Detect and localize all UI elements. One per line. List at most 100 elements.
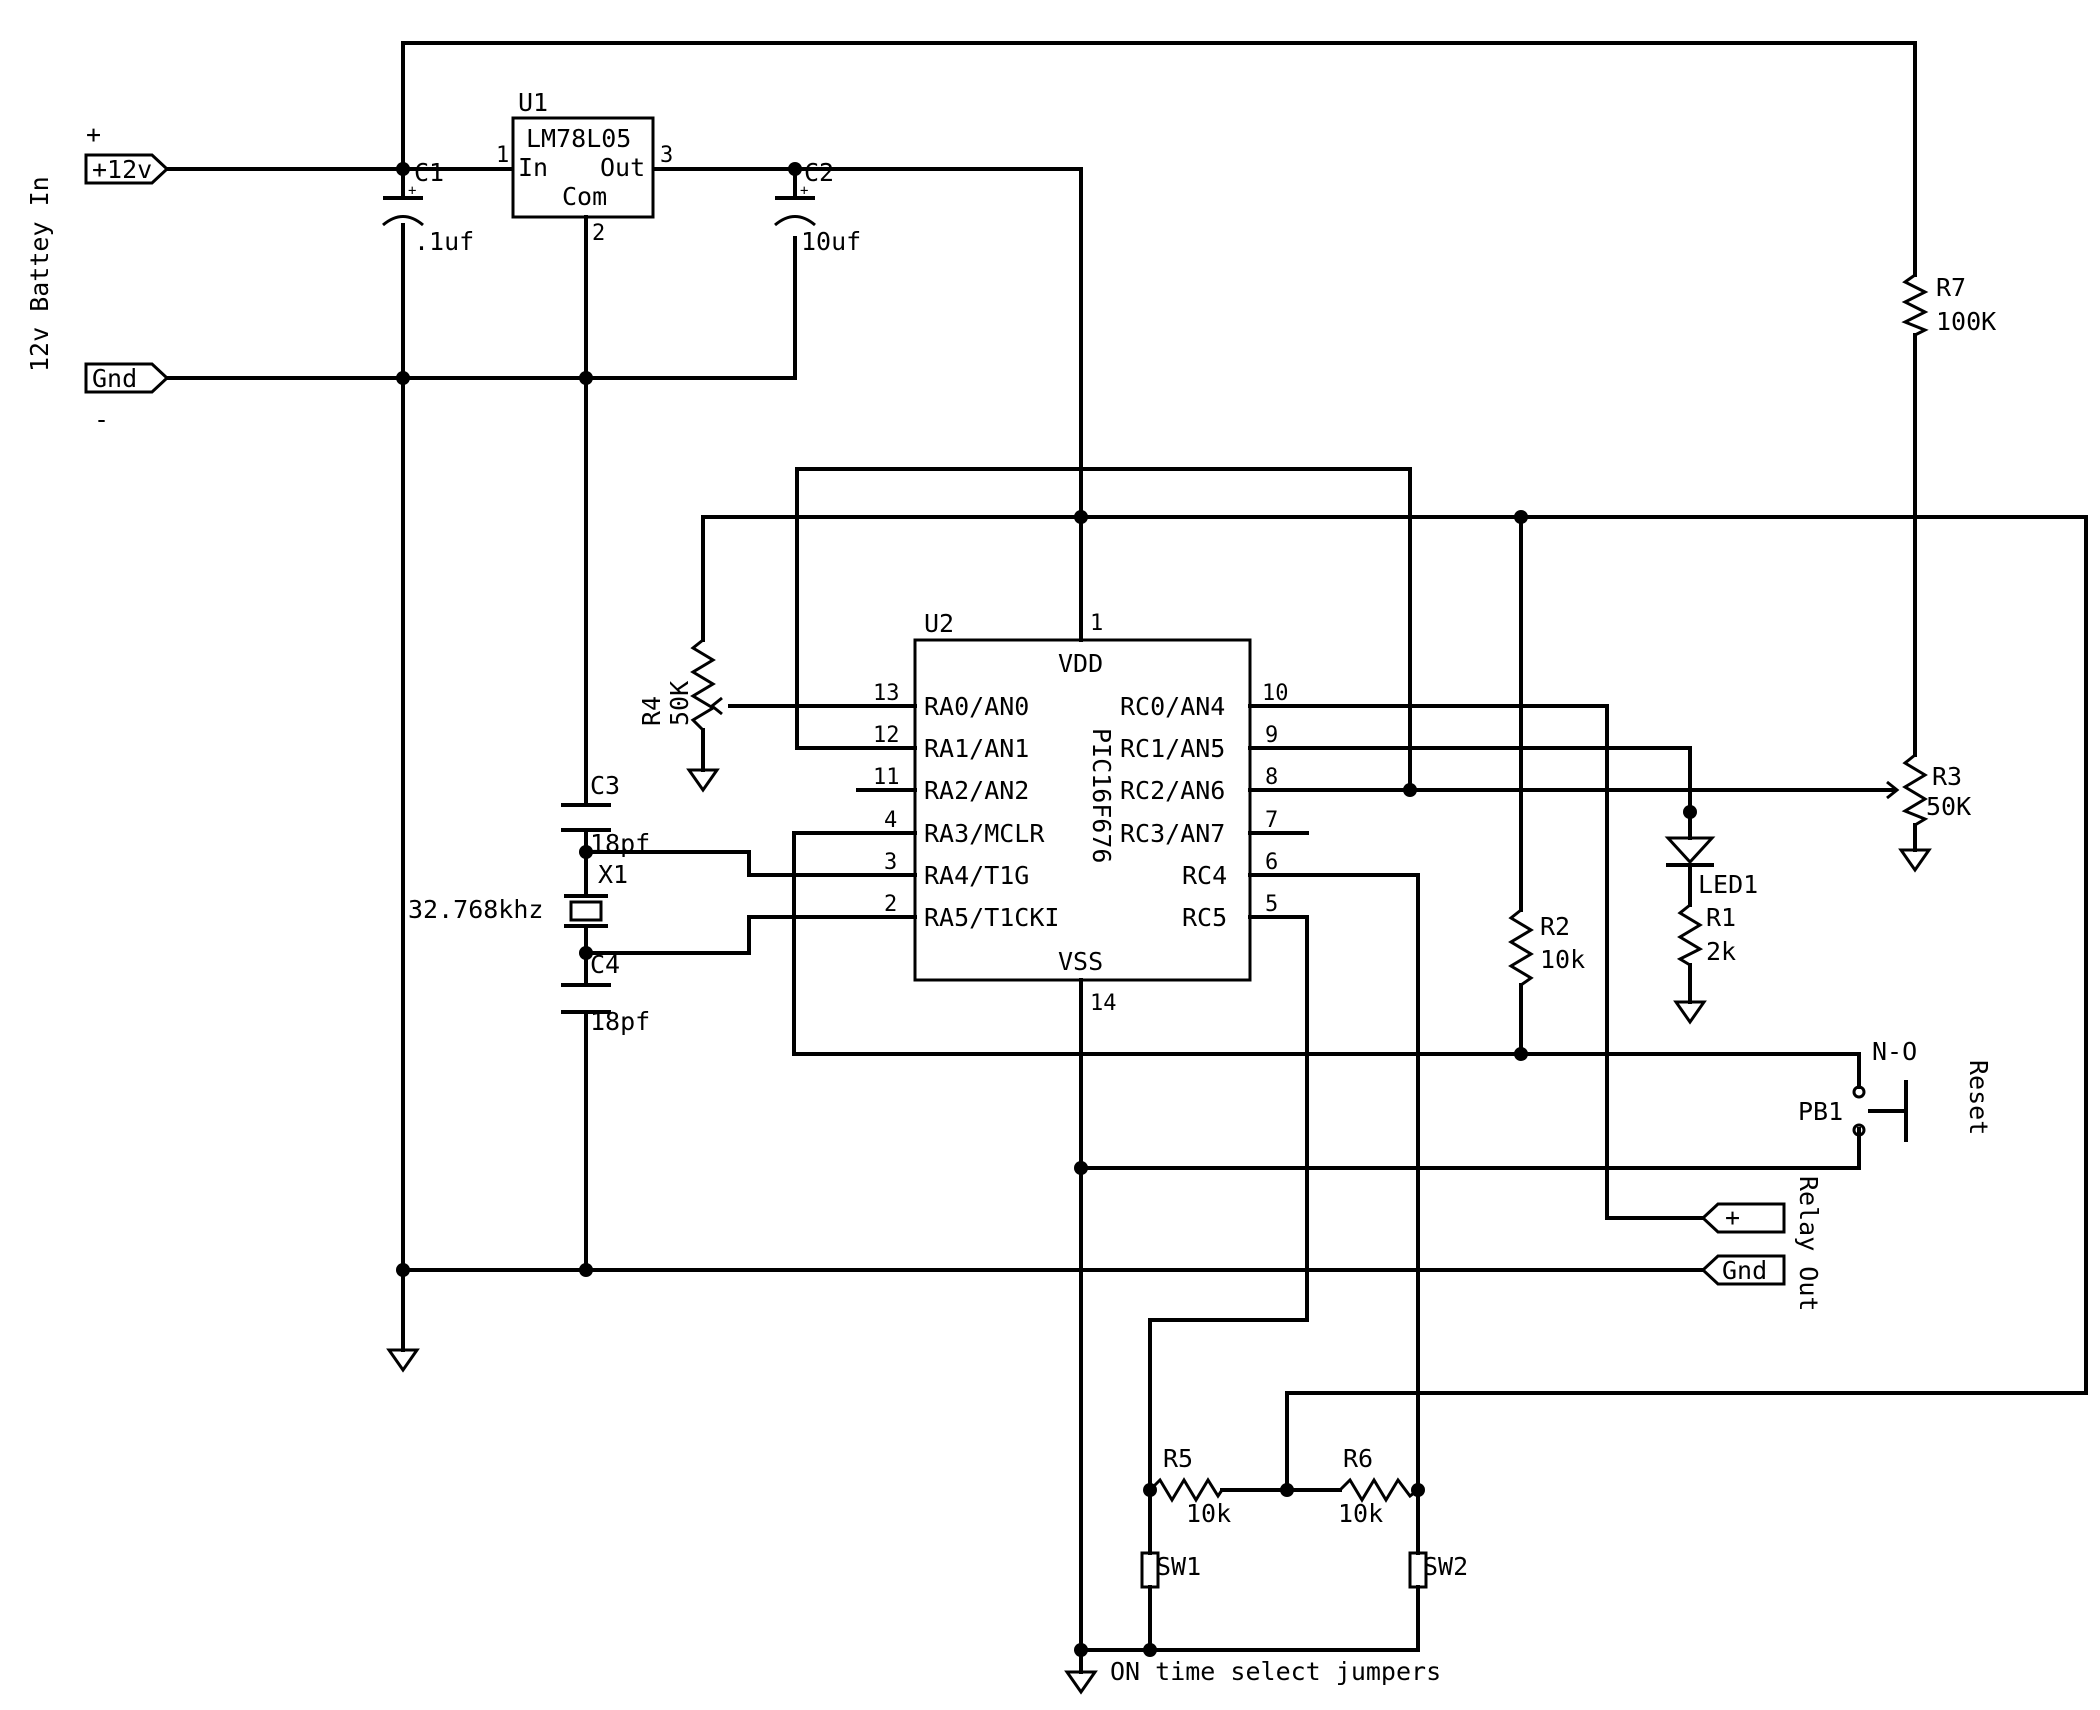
u2-right-pin-name: RC5 (1182, 903, 1227, 932)
c2-value: 10uf (801, 227, 861, 256)
r3-ref: R3 (1932, 762, 1962, 791)
u2-left-pin-num: 3 (884, 850, 897, 875)
sw1-body[interactable] (1140, 1551, 1160, 1589)
relay-out-label: Relay Out (1794, 1176, 1823, 1311)
wire-ra4 (584, 850, 917, 877)
u2-right-pin-num: 5 (1265, 892, 1278, 917)
x1-ref: X1 (598, 860, 628, 889)
u2-left-pin-name: RA3/MCLR (924, 819, 1045, 848)
u2-left-pin-name: RA5/T1CKI (924, 903, 1059, 932)
junction-dot (1514, 510, 1528, 524)
junction-dot (396, 371, 410, 385)
minus-sign: - (94, 405, 109, 434)
pb1-type: N-O (1872, 1037, 1917, 1066)
c3-value: 18pf (590, 829, 650, 858)
wire-ra5 (584, 915, 917, 955)
pushbutton-pb1: N-O PB1 Reset (1798, 1037, 1993, 1142)
c2-plate-curved (774, 215, 816, 227)
resistor-r7: R7 100K (1901, 273, 1996, 337)
u2-pin-vss: 14 (1090, 991, 1117, 1016)
port-gnd-in-label: Gnd (92, 364, 137, 393)
c4-value: 18pf (590, 1007, 650, 1036)
junction-dot (579, 1263, 593, 1277)
r7-ref: R7 (1936, 273, 1966, 302)
u2-left-pin-name: RA2/AN2 (924, 776, 1029, 805)
jumpers-caption: ON time select jumpers (1110, 1657, 1441, 1686)
potentiometer-r4: R4 50K (637, 638, 723, 732)
reset-label: Reset (1964, 1060, 1993, 1135)
wire-ra1-loop (795, 467, 1412, 790)
u2-right-pin-name: RC3/AN7 (1120, 819, 1225, 848)
u2-right-pin-num: 9 (1265, 723, 1278, 748)
r1-ref: R1 (1706, 903, 1736, 932)
r4-ref: R4 (637, 696, 666, 726)
junction-dot (396, 162, 410, 176)
pb1-contact-bottom (1852, 1123, 1866, 1137)
capacitor-c2: + C2 10uf (774, 158, 861, 256)
resistor-r5: R5 10k (1148, 1444, 1231, 1528)
u2-left-pin-num: 2 (884, 892, 897, 917)
u1-pin-in: 1 (496, 143, 509, 168)
u2-body (913, 638, 1252, 982)
x1-body (569, 900, 603, 922)
r7-zigzag (1901, 273, 1929, 337)
resistor-r6: R6 10k (1338, 1444, 1419, 1528)
u2-vdd: VDD (1058, 649, 1103, 678)
port-relay-gnd-flag (1700, 1254, 1786, 1286)
junction-dot (788, 162, 802, 176)
led-led1: LED1 (1664, 810, 1758, 899)
u2-right-pin-num: 7 (1265, 808, 1278, 833)
u2-left-pin-num: 12 (873, 723, 900, 748)
jumper-sw1[interactable]: SW1 (1140, 1551, 1201, 1589)
u2-left-pin-num: 11 (873, 765, 900, 790)
x1-freq: 32.768khz (408, 895, 543, 924)
u1-ref: U1 (518, 88, 548, 117)
wire-pb1-low (1079, 1127, 1861, 1170)
port-12v-label: +12v (92, 155, 152, 184)
r6-ref: R6 (1343, 1444, 1373, 1473)
r2-ref: R2 (1540, 912, 1570, 941)
r3-wiper-arrow (1886, 780, 1900, 800)
led1-triangle (1664, 836, 1716, 865)
c1-plate-curved (382, 215, 424, 227)
wire-top-rail (401, 41, 1917, 277)
r2-zigzag (1508, 908, 1534, 987)
junction-dot (1074, 510, 1088, 524)
u1-in: In (518, 153, 548, 182)
r2-value: 10k (1540, 945, 1585, 974)
u2-right-pin-num: 6 (1265, 850, 1278, 875)
ground-icon (1898, 848, 1932, 873)
junction-dot (1143, 1643, 1157, 1657)
junction-dot (1280, 1483, 1294, 1497)
r1-value: 2k (1706, 937, 1736, 966)
port-gnd-in-flag (84, 362, 170, 394)
u2-right-pin-name: RC4 (1182, 861, 1227, 890)
c2-ref: C2 (804, 158, 834, 187)
port-relay-plus: + (1700, 1202, 1786, 1234)
r1-zigzag (1676, 903, 1704, 967)
capacitor-c3: C3 18pf (561, 771, 650, 858)
r4-value: 50K (665, 681, 694, 726)
u1-out: Out (600, 153, 645, 182)
microcontroller-u2: U2 PIC16F676 VDD VSS 1 14 13 RA0/AN0 12 … (873, 609, 1289, 1016)
jumper-sw2[interactable]: SW2 (1408, 1551, 1468, 1589)
wire-5v-rail (701, 515, 2088, 1492)
port-relay-plus-flag (1700, 1202, 1786, 1234)
u2-vss: VSS (1058, 947, 1103, 976)
u1-body (511, 116, 655, 219)
sw2-body[interactable] (1408, 1551, 1428, 1589)
u1-pin-out: 3 (660, 143, 673, 168)
u2-left-pin-name: RA4/T1G (924, 861, 1029, 890)
u2-right-pin-name: RC2/AN6 (1120, 776, 1225, 805)
crystal-x1: X1 32.768khz (408, 860, 628, 928)
pb1-contact-top (1852, 1085, 1866, 1099)
u2-left-pin-num: 4 (884, 808, 897, 833)
c1-value: .1uf (414, 227, 474, 256)
sw1-ref: SW1 (1156, 1552, 1201, 1581)
u1-com: Com (562, 182, 607, 211)
u2-left-pin-name: RA0/AN0 (924, 692, 1029, 721)
junction-dot (579, 946, 593, 960)
port-gnd-in: Gnd (84, 362, 170, 394)
r5-ref: R5 (1163, 1444, 1193, 1473)
u2-pin-vdd: 1 (1090, 611, 1103, 636)
